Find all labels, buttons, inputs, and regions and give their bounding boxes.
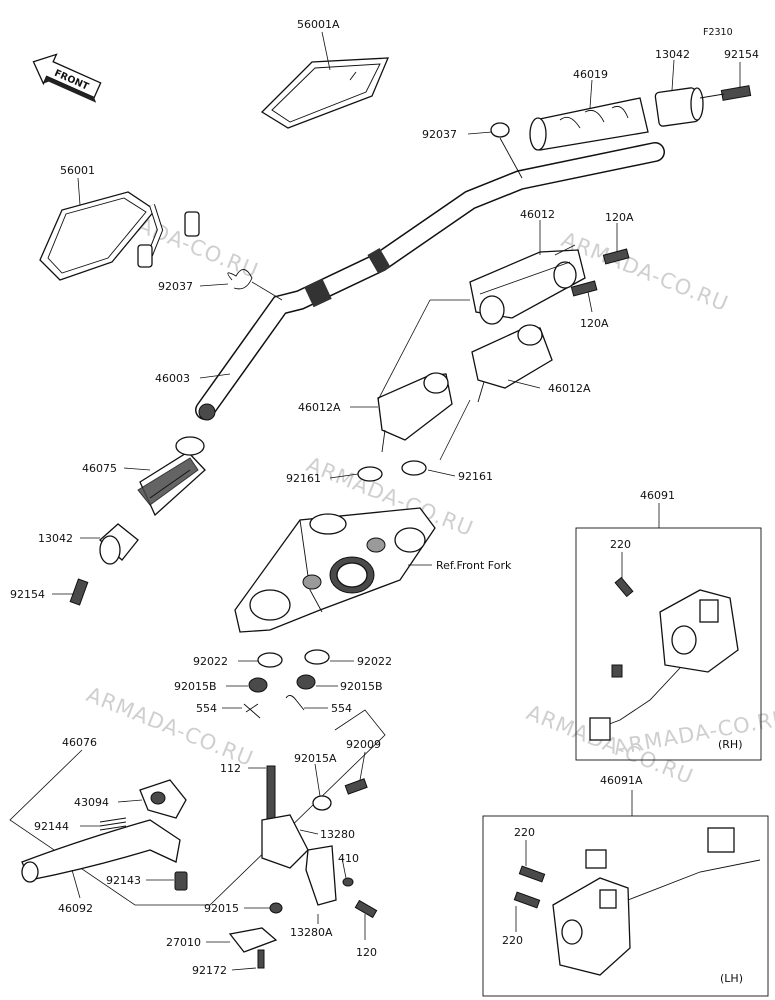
label-27010: 27010 bbox=[166, 936, 201, 949]
label-92154-left: 92154 bbox=[10, 588, 45, 601]
bar-end-weight-left bbox=[99, 523, 139, 565]
label-46092: 46092 bbox=[58, 902, 93, 915]
label-rh: (RH) bbox=[718, 738, 743, 751]
plug-top bbox=[490, 122, 523, 179]
label-43094: 43094 bbox=[74, 796, 109, 809]
label-120A-b: 120A bbox=[580, 317, 609, 330]
label-ref-front-fork: Ref.Front Fork bbox=[436, 559, 512, 572]
label-lh: (LH) bbox=[720, 972, 743, 985]
label-220-rh: 220 bbox=[610, 538, 631, 551]
handlebar-holder-lower-left bbox=[377, 372, 453, 453]
label-F2310: F2310 bbox=[703, 27, 733, 38]
label-46012A-left: 46012A bbox=[298, 401, 341, 414]
upper-triple-clamp bbox=[234, 507, 436, 633]
label-92009: 92009 bbox=[346, 738, 381, 751]
label-92015B-left: 92015B bbox=[174, 680, 217, 693]
label-92037-left: 92037 bbox=[158, 280, 193, 293]
label-410: 410 bbox=[338, 852, 359, 865]
assembly-lines bbox=[377, 244, 576, 461]
label-120A-a: 120A bbox=[605, 211, 634, 224]
label-56001A: 56001A bbox=[297, 18, 340, 31]
label-92161-left: 92161 bbox=[286, 472, 321, 485]
washer-92022-left bbox=[257, 652, 283, 668]
label-46019: 46019 bbox=[573, 68, 608, 81]
leader-lines bbox=[52, 31, 741, 971]
clutch-switch-parts bbox=[228, 765, 378, 969]
label-13042-left: 13042 bbox=[38, 532, 73, 545]
label-92015: 92015 bbox=[204, 902, 239, 915]
handlebar-holder-lower-right bbox=[471, 324, 553, 403]
label-554-right: 554 bbox=[331, 702, 352, 715]
washer-92022-right bbox=[304, 649, 330, 665]
bolts-120A bbox=[570, 248, 630, 297]
label-92037-top: 92037 bbox=[422, 128, 457, 141]
switch-box-lh bbox=[482, 790, 769, 997]
label-56001: 56001 bbox=[60, 164, 95, 177]
label-92022-right: 92022 bbox=[357, 655, 392, 668]
label-46012A-right: 46012A bbox=[548, 382, 591, 395]
label-13280A: 13280A bbox=[290, 926, 333, 939]
label-46075: 46075 bbox=[82, 462, 117, 475]
screw-right bbox=[699, 85, 752, 101]
washer-92161-left bbox=[357, 466, 383, 482]
label-13280: 13280 bbox=[320, 828, 355, 841]
washer-92161-right bbox=[401, 460, 427, 476]
label-92144: 92144 bbox=[34, 820, 69, 833]
switch-box-rh bbox=[575, 503, 762, 761]
label-220-lh-b: 220 bbox=[502, 934, 523, 947]
nut-92015B-right bbox=[296, 674, 316, 690]
part-labels: 56001A 56001 F2310 92154 13042 46019 920… bbox=[10, 18, 759, 985]
label-46003: 46003 bbox=[155, 372, 190, 385]
label-46091: 46091 bbox=[640, 489, 675, 502]
label-46012: 46012 bbox=[520, 208, 555, 221]
label-46076: 46076 bbox=[62, 736, 97, 749]
mirror-left bbox=[39, 191, 164, 281]
cotter-pin-left bbox=[243, 703, 261, 719]
label-92022-left: 92022 bbox=[193, 655, 228, 668]
label-92172: 92172 bbox=[192, 964, 227, 977]
label-92161-right: 92161 bbox=[458, 470, 493, 483]
label-92015A: 92015A bbox=[294, 752, 337, 765]
grip-right bbox=[529, 97, 649, 151]
front-arrow-icon: FRONT bbox=[32, 53, 102, 103]
label-220-lh-a: 220 bbox=[514, 826, 535, 839]
label-92015B-right: 92015B bbox=[340, 680, 383, 693]
nut-92015B-left bbox=[248, 677, 268, 693]
handlebar-pipe bbox=[195, 142, 665, 421]
handlebar-holder-upper bbox=[469, 249, 586, 325]
bar-end-weight-right bbox=[654, 87, 704, 127]
label-92143: 92143 bbox=[106, 874, 141, 887]
clutch-lever-group bbox=[9, 709, 386, 906]
label-120: 120 bbox=[356, 946, 377, 959]
watermark: ARMADA-CO.RU bbox=[83, 682, 257, 771]
grip-left bbox=[137, 436, 206, 517]
label-112: 112 bbox=[220, 762, 241, 775]
cotter-pin-right bbox=[285, 695, 305, 711]
label-46091A: 46091A bbox=[600, 774, 643, 787]
label-554-left: 554 bbox=[196, 702, 217, 715]
mirror-right bbox=[184, 57, 390, 237]
label-92154-top: 92154 bbox=[724, 48, 759, 61]
watermark: ARMADA-CO.RU bbox=[558, 227, 732, 316]
label-13042-top: 13042 bbox=[655, 48, 690, 61]
screw-left bbox=[69, 578, 89, 606]
clip-left bbox=[227, 269, 253, 290]
watermark: ARMADA-CO.RU bbox=[612, 705, 775, 759]
